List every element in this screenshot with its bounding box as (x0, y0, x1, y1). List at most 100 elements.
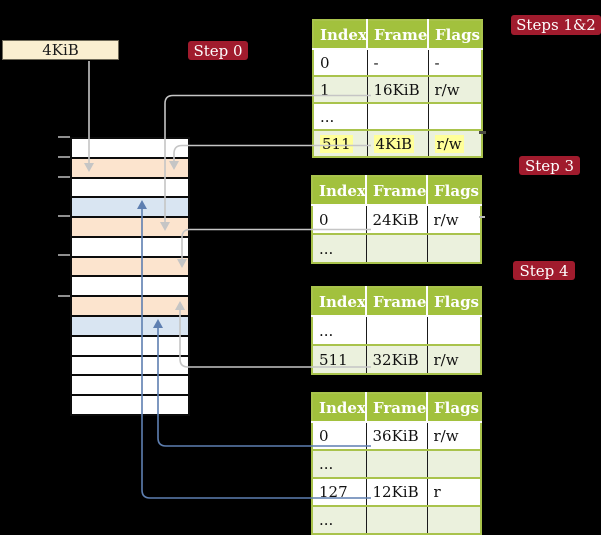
table-row: ... (313, 102, 482, 130)
step-4-label: Step 4 (513, 261, 575, 280)
index-cell: 511 (313, 129, 368, 157)
memory-row-free (72, 374, 188, 395)
flags-cell (428, 102, 482, 130)
column-header-flags: Flags (427, 176, 481, 206)
table-row: ... (312, 449, 481, 478)
index-cell: ... (313, 102, 368, 130)
frame-cell (366, 233, 428, 263)
memory-row-free (72, 139, 188, 157)
memory-tick (58, 295, 70, 297)
page-size-box: 4KiB (2, 40, 119, 60)
row-edge-dash (479, 131, 486, 134)
column-header-index: Index (312, 393, 367, 423)
column-header-index: Index (313, 20, 368, 50)
memory-row-pagetable (72, 156, 188, 177)
table-row: 0 - - (313, 49, 482, 76)
memory-row-pagetable (72, 216, 188, 236)
frame-cell: 24KiB (366, 205, 428, 234)
flags-cell: - (428, 49, 482, 76)
memory-row-page (72, 315, 188, 335)
frame-cell (366, 505, 428, 534)
highlighted-value: r/w (434, 134, 464, 153)
highlighted-value: 4KiB (373, 134, 415, 153)
table-header-row: Index Frame Flags (312, 287, 481, 317)
memory-column (70, 137, 190, 416)
flags-cell: r/w (427, 344, 481, 374)
table-row: 511 32KiB r/w (312, 344, 481, 374)
highlighted-value: 511 (320, 134, 353, 153)
page-table-steps-1-2: Index Frame Flags 0 - - 1 16KiB r/w ... … (312, 19, 483, 158)
flags-cell (427, 316, 481, 345)
flags-cell: r (427, 477, 481, 506)
memory-row-free (72, 334, 188, 355)
memory-tick (58, 156, 70, 158)
column-header-flags: Flags (428, 20, 482, 50)
table-row: ... (312, 316, 481, 345)
table-row: 127 12KiB r (312, 477, 481, 506)
frame-cell (366, 316, 428, 345)
frame-cell (366, 449, 428, 478)
step-3-label: Step 3 (519, 156, 580, 175)
memory-row-free (72, 394, 188, 414)
table-row: 1 16KiB r/w (313, 75, 482, 103)
frame-cell: 16KiB (367, 75, 429, 103)
table-header-row: Index Frame Flags (312, 176, 481, 206)
frame-cell: 32KiB (366, 344, 428, 374)
index-cell: 0 (313, 49, 368, 76)
memory-row-free (72, 176, 188, 197)
flags-cell: r/w (427, 205, 481, 234)
flags-cell (427, 233, 481, 263)
column-header-index: Index (312, 176, 367, 206)
column-header-frame: Frame (366, 176, 428, 206)
memory-row-pagetable (72, 295, 188, 316)
column-header-frame: Frame (366, 393, 428, 423)
frame-cell: 4KiB (367, 129, 429, 157)
index-cell: ... (312, 233, 367, 263)
flags-cell: r/w (428, 129, 482, 157)
frame-cell: 12KiB (366, 477, 428, 506)
page-size-label: 4KiB (42, 41, 79, 59)
page-table-step-3: Index Frame Flags 0 24KiB r/w ... (311, 175, 482, 264)
memory-row-free (72, 354, 188, 375)
table-row: 0 24KiB r/w (312, 205, 481, 234)
flags-cell: r/w (428, 75, 482, 103)
flags-cell (427, 505, 481, 534)
index-cell: 1 (313, 75, 368, 103)
flags-cell: r/w (427, 422, 481, 450)
column-header-flags: Flags (427, 393, 481, 423)
index-cell: ... (312, 316, 367, 345)
column-header-index: Index (312, 287, 367, 317)
index-cell: 0 (312, 205, 367, 234)
memory-row-pagetable (72, 255, 188, 276)
steps-1-2-label: Steps 1&2 (511, 15, 601, 35)
index-cell: ... (312, 449, 367, 478)
step-0-label: Step 0 (188, 41, 248, 60)
flags-cell (427, 449, 481, 478)
memory-row-free (72, 275, 188, 296)
memory-tick (58, 176, 70, 178)
page-table-final-level: Index Frame Flags 0 36KiB r/w ... 127 12… (311, 392, 482, 535)
index-cell: 511 (312, 344, 367, 374)
column-header-frame: Frame (367, 20, 429, 50)
column-header-flags: Flags (427, 287, 481, 317)
row-edge-dash (479, 216, 485, 218)
memory-tick (58, 215, 70, 217)
table-header-row: Index Frame Flags (313, 20, 482, 50)
table-row: 0 36KiB r/w (312, 422, 481, 450)
column-header-frame: Frame (366, 287, 428, 317)
frame-cell (367, 102, 429, 130)
table-header-row: Index Frame Flags (312, 393, 481, 423)
frame-cell: - (367, 49, 429, 76)
table-row: ... (312, 505, 481, 534)
memory-tick (58, 254, 70, 256)
index-cell: 127 (312, 477, 367, 506)
page-table-step-4: Index Frame Flags ... 511 32KiB r/w (311, 286, 482, 375)
index-cell: ... (312, 505, 367, 534)
frame-cell: 36KiB (366, 422, 428, 450)
index-cell: 0 (312, 422, 367, 450)
table-row-highlighted: 511 4KiB r/w (313, 129, 482, 157)
memory-tick (58, 136, 70, 138)
memory-row-free (72, 235, 188, 256)
memory-row-page (72, 196, 188, 217)
table-row: ... (312, 233, 481, 263)
